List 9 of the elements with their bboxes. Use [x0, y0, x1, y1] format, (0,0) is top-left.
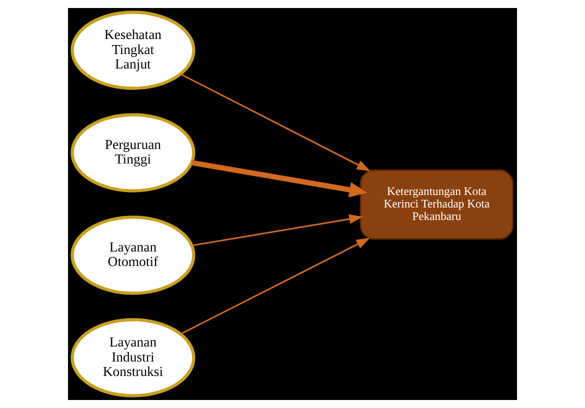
arrow — [192, 214, 363, 246]
arrow — [191, 160, 368, 198]
node-box: Ketergantungan Kota Kerinci Terhadap Kota Pekanbaru — [360, 169, 514, 240]
node-ellipse: Perguruan Tinggi — [70, 113, 196, 192]
arrow — [180, 238, 370, 335]
node-ellipse: Kesehatan Tingkat Lanjut — [70, 10, 196, 90]
node-ellipse: Layanan Otomotif — [70, 216, 196, 295]
node-ellipse: Layanan Industri Konstruksi — [70, 318, 196, 398]
arrow — [180, 73, 371, 172]
